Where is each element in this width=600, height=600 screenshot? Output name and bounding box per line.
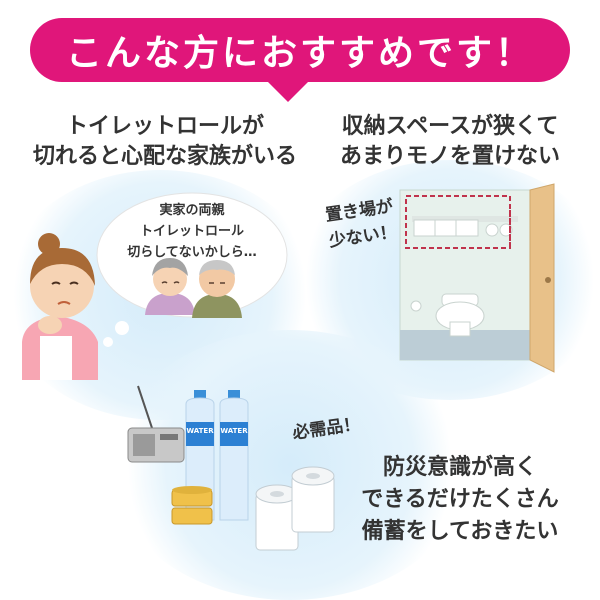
panel3-illustration xyxy=(127,385,335,551)
water-bottle xyxy=(219,390,249,521)
thought-line: トイレットロール xyxy=(139,224,244,239)
panel2-caption-line: あまりモノを置けない xyxy=(339,144,560,169)
radio xyxy=(127,385,185,463)
panel3-caption-line: 備蓄をしておきたい xyxy=(361,519,559,544)
panel1-caption-line: トイレットロールが xyxy=(65,114,264,139)
door xyxy=(529,183,555,373)
storage-shelf xyxy=(412,216,518,237)
panel3-caption-line: 防災意識が高く xyxy=(382,455,537,480)
thought-dot xyxy=(115,321,129,335)
thought-bubble xyxy=(96,192,288,318)
panel1-caption: トイレットロールが 切れると心配な家族がいる xyxy=(20,112,310,172)
header-banner: こんな方におすすめです！ xyxy=(30,18,570,82)
panel3-caption-line: できるだけたくさん xyxy=(361,487,559,512)
panel3-caption: 防災意識が高く できるだけたくさん 備蓄をしておきたい xyxy=(340,452,580,548)
worried-woman-figure xyxy=(22,233,98,380)
elderly-mother-figure xyxy=(145,258,195,315)
water-label: WATER xyxy=(220,427,248,435)
banner-pointer xyxy=(262,76,314,102)
panel1-caption-line: 切れると心配な家族がいる xyxy=(32,144,297,169)
panel2-caption-line: 収納スペースが狭くて xyxy=(341,114,559,139)
panel1-illustration xyxy=(22,192,288,380)
thought-line: 実家の両親 xyxy=(159,203,225,218)
toilet-rolls xyxy=(255,466,335,551)
thought-bubble-text: 実家の両親 トイレットロール 切らしてないかしら… xyxy=(107,200,277,263)
panel2-caption: 収納スペースが狭くて あまりモノを置けない xyxy=(310,112,590,172)
elderly-father-figure xyxy=(192,260,242,318)
thought-line: 切らしてないかしら… xyxy=(127,245,257,260)
panel3-glow xyxy=(110,330,470,600)
toilet xyxy=(435,293,485,337)
water-label: WATER xyxy=(186,427,214,435)
canned-food xyxy=(171,486,213,525)
banner-title: こんな方におすすめです！ xyxy=(65,33,534,74)
thought-dot xyxy=(103,337,113,347)
panel2-illustration xyxy=(399,183,555,373)
